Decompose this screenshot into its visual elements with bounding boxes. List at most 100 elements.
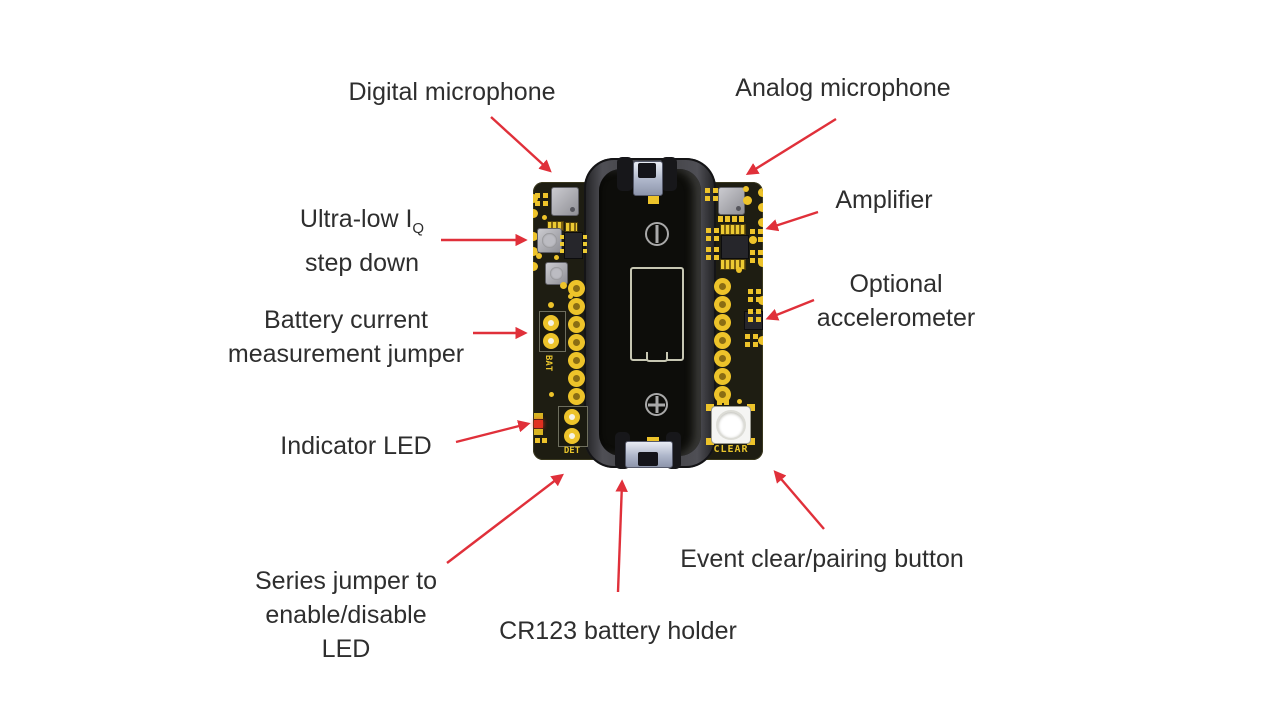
pad-group (705, 188, 718, 201)
label-analog-microphone: Analog microphone (735, 74, 951, 102)
arrow-analog-microphone (745, 117, 837, 175)
edge-castellation-pad (533, 232, 538, 241)
pad-group (750, 250, 763, 263)
step-down-inductor-component (537, 228, 562, 253)
indicator-led-component (534, 413, 543, 435)
pad-group (750, 229, 763, 242)
solder-pad (535, 438, 540, 443)
jumper-through-hole-pad (543, 315, 559, 331)
silkscreen-mark (724, 399, 729, 405)
button-corner-pad (747, 438, 755, 445)
solder-pad (743, 186, 749, 192)
battery-negative-terminal-symbol (645, 393, 668, 416)
capacitor-component (565, 222, 578, 232)
header-pin-pad (567, 297, 585, 315)
label-cr123-battery-holder: CR123 battery holder (499, 617, 737, 645)
jumper-through-hole-pad (564, 409, 580, 425)
solder-pad (548, 391, 554, 397)
header-pin-pad (713, 367, 731, 385)
silkscreen-mark (739, 216, 744, 222)
pad-group (706, 247, 719, 260)
button-corner-pad (706, 404, 714, 411)
header-pin-pad (567, 279, 585, 297)
arrow-amplifier (765, 210, 819, 232)
pad-group (745, 334, 758, 347)
pad-group (535, 193, 548, 206)
header-pin-pad (713, 295, 731, 313)
button-corner-pad (747, 404, 755, 411)
header-pin-pad (567, 333, 585, 351)
header-pin-pad (713, 277, 731, 295)
battery-holder-center-cutout (630, 267, 684, 362)
capacitor-component (720, 259, 746, 270)
solder-pad (567, 293, 573, 299)
pad-group (748, 309, 761, 322)
header-pin-pad (713, 331, 731, 349)
label-digital-microphone: Digital microphone (348, 78, 556, 106)
header-pin-pad (567, 387, 585, 405)
solder-pad (542, 438, 547, 443)
button-corner-pad (706, 438, 714, 445)
pad-group (706, 228, 719, 241)
step-down-converter-chip (560, 232, 587, 259)
label-indicator-led: Indicator LED (280, 432, 432, 460)
solder-pad (536, 253, 542, 259)
solder-pad (559, 281, 567, 289)
edge-castellation-pad (533, 209, 538, 218)
silkscreen-mark (737, 399, 742, 404)
header-pin-pad (713, 349, 731, 367)
silkscreen-clear-label: CLEAR (713, 444, 749, 455)
header-pin-pad (567, 351, 585, 369)
arrow-optional-accelerometer (765, 298, 815, 321)
silkscreen-mark (725, 216, 730, 222)
solder-pad (548, 302, 554, 308)
header-pin-pad (713, 385, 731, 403)
battery-clip-top-contact (638, 163, 656, 178)
edge-castellation-pad (533, 262, 538, 271)
silkscreen-mark (717, 399, 722, 405)
edge-castellation-pad (533, 247, 538, 256)
arrow-indicator-led (455, 420, 531, 444)
silkscreen-mark (732, 216, 737, 222)
arrow-event-clear-button (773, 470, 825, 530)
inductor-component (545, 262, 568, 285)
jumper-through-hole-pad (543, 333, 559, 349)
arrow-series-jumper (446, 473, 564, 564)
solder-pad (742, 195, 752, 205)
battery-positive-terminal-symbol (645, 222, 669, 246)
edge-castellation-pad (758, 203, 763, 212)
amplifier-chip (721, 235, 749, 259)
battery-clip-bottom-contact (638, 452, 658, 466)
label-event-clear-button: Event clear/pairing button (680, 545, 964, 573)
silkscreen-det-label: DET (563, 446, 581, 456)
solder-pad (736, 267, 742, 273)
label-amplifier: Amplifier (835, 186, 933, 214)
solder-pad (541, 214, 547, 220)
digital-microphone-component (551, 187, 579, 216)
label-battery-current-jumper: Battery current measurement jumper (227, 306, 465, 368)
battery-clip-bottom (625, 441, 673, 468)
arrow-cr123-battery-holder (615, 479, 628, 593)
silkscreen-bat-label: BAT (543, 355, 553, 372)
analog-microphone-component (718, 187, 745, 215)
label-series-jumper: Series jumper to enable/disable LED (254, 567, 438, 663)
label-optional-accelerometer: Optional accelerometer (816, 270, 976, 332)
edge-castellation-pad (758, 188, 763, 197)
header-pin-pad (567, 369, 585, 387)
header-pin-pad (713, 313, 731, 331)
silkscreen-mark (718, 216, 723, 222)
label-ultra-low-step-down: Ultra-low IQ step down (299, 205, 425, 277)
capacitor-component (720, 224, 746, 235)
holder-top-ear-left (617, 157, 633, 191)
edge-castellation-pad (758, 218, 763, 227)
arrow-digital-microphone (490, 116, 552, 173)
solder-pad (647, 437, 659, 443)
holder-top-ear-right (661, 157, 677, 191)
header-pin-pad (567, 315, 585, 333)
solder-pad (553, 254, 559, 260)
event-clear-pairing-button-component (711, 406, 751, 444)
jumper-through-hole-pad (564, 428, 580, 444)
pad-group (748, 289, 761, 302)
